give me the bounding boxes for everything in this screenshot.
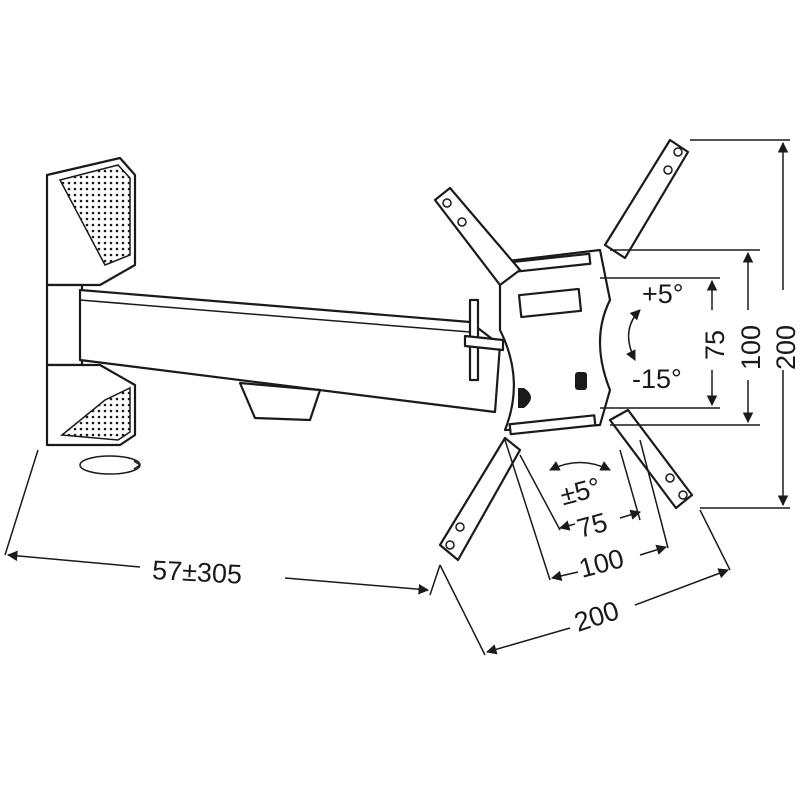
vertical-75-label: 75 — [700, 330, 730, 360]
dimension-lines — [4, 139, 790, 656]
horizontal-75-label: 75 — [574, 507, 611, 544]
wall-plate — [45, 156, 141, 475]
arm — [78, 288, 505, 422]
horizontal-200-label: 200 — [571, 595, 623, 637]
tilt-up-label: +5° — [642, 279, 684, 309]
horizontal-100-label: 100 — [576, 543, 627, 584]
arm-extension-label: 57±305 — [151, 555, 242, 590]
vertical-100-label: 100 — [736, 325, 766, 370]
vesa-plate — [433, 138, 694, 562]
rotation-label: ±5° — [557, 472, 604, 511]
vertical-200-label: 200 — [771, 325, 800, 370]
tilt-down-label: -15° — [632, 364, 682, 394]
